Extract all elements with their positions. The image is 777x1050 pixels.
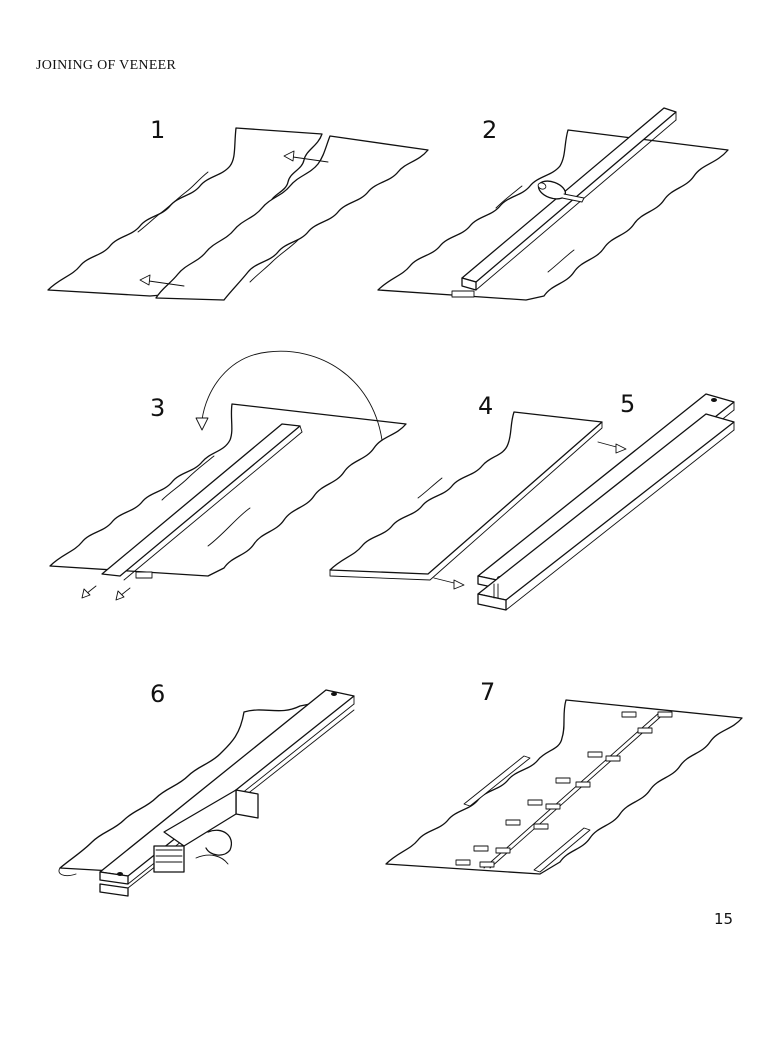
figure-1-veneer-sheets bbox=[47, 127, 429, 301]
figure-5-clamping-bars bbox=[477, 393, 735, 611]
step-number-1: 1 bbox=[150, 116, 166, 144]
figure-2-straightedge-knife bbox=[377, 107, 729, 301]
page-number: 15 bbox=[714, 910, 734, 928]
step-number-5: 5 bbox=[620, 390, 636, 418]
step-number-2: 2 bbox=[482, 116, 498, 144]
step-number-3: 3 bbox=[150, 394, 166, 422]
step-number-6: 6 bbox=[150, 680, 166, 708]
page-title: JOINING OF VENEER bbox=[36, 58, 177, 73]
figure-7-taped-joint bbox=[385, 699, 743, 875]
step-number-7: 7 bbox=[480, 678, 496, 706]
figure-3-veneer-taping bbox=[49, 350, 407, 601]
figure-6-clamped-assembly bbox=[58, 689, 355, 897]
figure-4-stacked-veneer bbox=[329, 411, 627, 590]
step-number-4: 4 bbox=[478, 392, 494, 420]
